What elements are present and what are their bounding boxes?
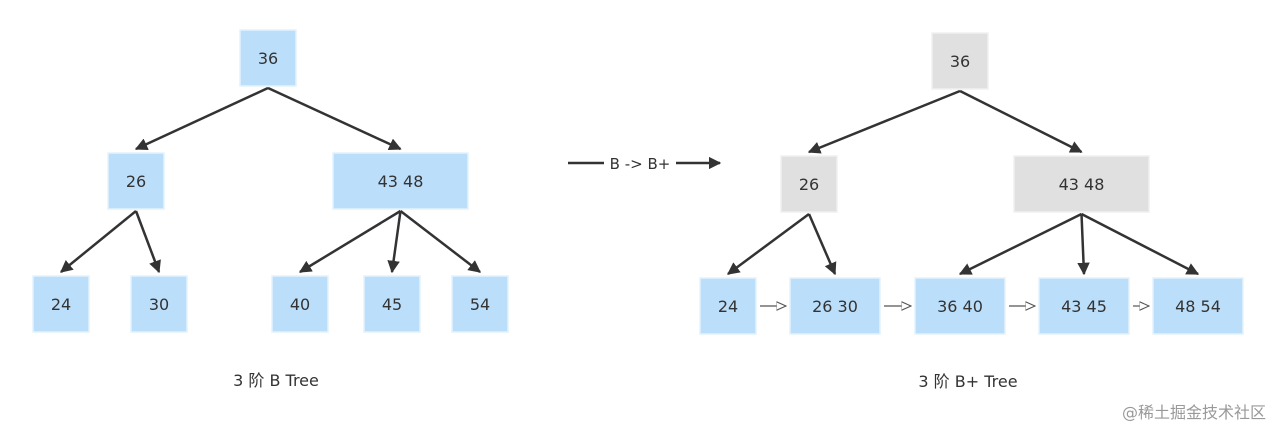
b-tree-edge-b-43-48-to-b-40: [298, 209, 402, 274]
b-tree-node-b-30: 30: [130, 275, 188, 333]
b-tree-edge-b-26-to-b-30: [134, 210, 161, 274]
transform-label: B -> B+: [610, 155, 671, 173]
b-tree-node-b-40: 40: [271, 275, 329, 333]
b-tree-caption: 3 阶 B Tree: [233, 371, 319, 390]
b-plus-tree-node-label: 43 45: [1061, 297, 1107, 316]
b-plus-tree-node-p-26-30: 26 30: [789, 277, 881, 335]
b-tree-node-box: [451, 275, 509, 333]
b-plus-tree: 36 26 43 48 24 26 30 36 40 43 45 48 54 3 阶 B+ T…: [699, 32, 1244, 391]
b-tree-edge-b-root-to-b-26: [134, 86, 269, 151]
b-tree-node-box: [271, 275, 329, 333]
b-plus-tree-edge-p-26-to-p-24: [726, 212, 810, 276]
b-plus-tree-node-p-43-45: 43 45: [1038, 277, 1130, 335]
b-plus-tree-node-box: [780, 155, 838, 213]
b-plus-tree-edges: [726, 89, 1200, 276]
b-tree-node-box: [107, 152, 165, 210]
b-tree-node-box: [332, 152, 469, 210]
b-tree-edges: [60, 86, 481, 274]
b-plus-tree-nodes: 36 26 43 48 24 26 30 36 40 43 45 48 54: [699, 32, 1244, 335]
b-plus-tree-caption: 3 阶 B+ Tree: [918, 372, 1017, 391]
b-tree-node-box: [130, 275, 188, 333]
b-tree-node-label: 26: [126, 172, 146, 191]
b-tree-node-b-root: 36: [239, 29, 297, 87]
b-tree-nodes: 36 26 43 48 24 30 40 45 54: [32, 29, 509, 333]
b-tree-node-label: 24: [51, 295, 71, 314]
b-tree-node-box: [239, 29, 297, 87]
b-plus-tree-node-box: [789, 277, 881, 335]
b-plus-tree-node-p-26: 26: [780, 155, 838, 213]
b-tree-node-label: 45: [382, 295, 402, 314]
b-plus-tree-node-label: 24: [718, 297, 738, 316]
b-tree-node-b-43-48: 43 48: [332, 152, 469, 210]
b-plus-tree-node-p-24: 24: [699, 277, 757, 335]
b-tree-node-label: 54: [470, 295, 490, 314]
b-plus-tree-node-p-48-54: 48 54: [1152, 277, 1244, 335]
b-tree-edge-b-43-48-to-b-45: [387, 210, 402, 274]
b-plus-tree-node-label: 26: [799, 175, 819, 194]
b-tree-node-label: 30: [149, 295, 169, 314]
b-tree-node-b-26: 26: [107, 152, 165, 210]
b-plus-tree-node-label: 48 54: [1175, 297, 1221, 316]
b-plus-tree-node-label: 43 48: [1059, 175, 1105, 194]
b-tree-node-b-24: 24: [32, 275, 90, 333]
b-plus-tree-node-box: [1013, 155, 1150, 213]
b-plus-tree-node-p-36-40: 36 40: [914, 277, 1006, 335]
b-tree-node-box: [363, 275, 421, 333]
b-plus-tree-node-box: [699, 277, 757, 335]
transform-arrow: B -> B+: [568, 155, 722, 173]
b-plus-tree-node-box: [1038, 277, 1130, 335]
b-plus-tree-node-box: [1152, 277, 1244, 335]
b-plus-tree-node-p-root: 36: [931, 32, 989, 90]
b-tree-edge-b-root-to-b-43-48: [267, 86, 402, 151]
b-tree-node-label: 43 48: [378, 172, 424, 191]
b-plus-tree-edge-p-43-48-to-p-36-40: [958, 212, 1083, 276]
b-plus-tree-edge-p-43-48-to-p-48-54: [1080, 212, 1200, 276]
b-tree-node-box: [32, 275, 90, 333]
b-tree-edge-b-43-48-to-b-54: [399, 210, 481, 273]
b-plus-tree-node-label: 26 30: [812, 297, 858, 316]
b-tree: 36 26 43 48 24 30 40 45 54 3 阶 B Tree: [32, 29, 509, 390]
b-plus-tree-node-label: 36: [950, 52, 970, 71]
b-tree-edge-b-26-to-b-24: [60, 210, 137, 273]
b-plus-tree-edge-p-root-to-p-43-48: [959, 89, 1083, 154]
b-tree-node-b-54: 54: [451, 275, 509, 333]
watermark: @稀土掘金技术社区: [1122, 403, 1266, 422]
b-tree-node-b-45: 45: [363, 275, 421, 333]
b-plus-tree-node-label: 36 40: [937, 297, 983, 316]
b-plus-tree-node-box: [931, 32, 989, 90]
b-plus-tree-node-box: [914, 277, 1006, 335]
b-plus-tree-edge-p-root-to-p-26: [807, 89, 961, 154]
b-plus-tree-edge-p-43-48-to-p-43-45: [1077, 213, 1090, 276]
b-plus-tree-node-p-43-48: 43 48: [1013, 155, 1150, 213]
b-plus-tree-edge-p-26-to-p-26-30: [807, 213, 837, 276]
b-tree-node-label: 40: [290, 295, 310, 314]
b-tree-node-label: 36: [258, 49, 278, 68]
